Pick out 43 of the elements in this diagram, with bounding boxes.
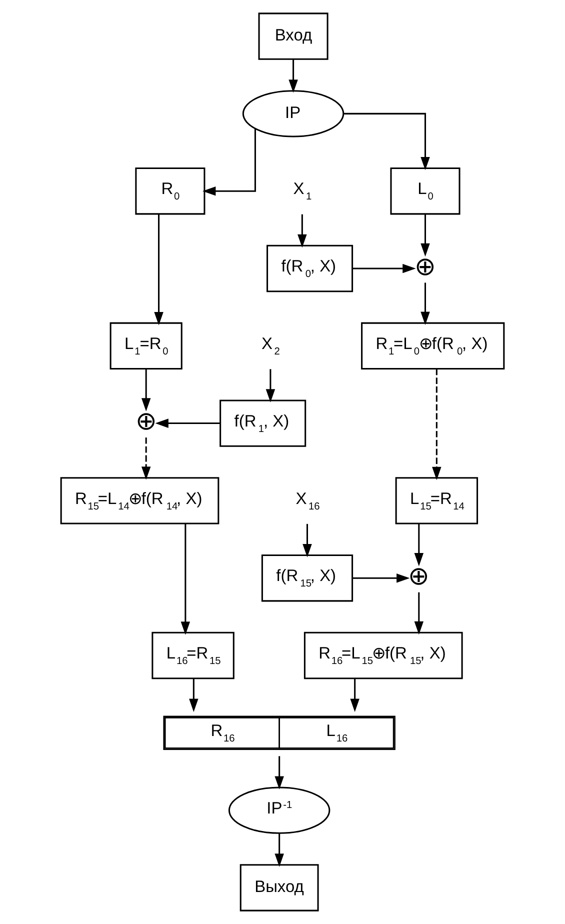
node-box: R$_{15}$=L$_{14}$⊕f(R$_{14}$, X) bbox=[60, 477, 220, 524]
arrow bbox=[154, 214, 164, 326]
node-box: R$_{16}$=L$_{15}$⊕f(R$_{15}$, X) bbox=[304, 632, 463, 680]
arrow bbox=[344, 112, 430, 170]
node-text: ⊕ bbox=[414, 252, 436, 281]
arrow bbox=[352, 573, 410, 583]
arrow bbox=[274, 756, 284, 790]
arrow bbox=[180, 524, 190, 635]
node-box: L$_{1}$=R$_{0}$ bbox=[110, 322, 182, 370]
node-text: X$_{16}$ bbox=[296, 490, 320, 512]
arrow bbox=[189, 678, 198, 712]
arrow bbox=[352, 264, 416, 274]
arrow bbox=[288, 60, 298, 93]
node-box: L$_{0}$ bbox=[390, 167, 460, 215]
arrow bbox=[266, 369, 276, 402]
arrow bbox=[298, 214, 307, 248]
arrow bbox=[274, 834, 284, 867]
arrow bbox=[302, 524, 312, 558]
node-box: Выход bbox=[240, 864, 319, 912]
node-box: R$_{1}$=L$_{0}$⊕f(R$_{0}$, X) bbox=[361, 322, 505, 370]
node-box: L$_{16}$=R$_{15}$ bbox=[152, 632, 234, 680]
node-box: L$_{15}$=R$_{14}$ bbox=[395, 477, 478, 524]
node-box: f(R$_{1}$, X) bbox=[220, 400, 306, 447]
arrow bbox=[141, 438, 151, 480]
arrow bbox=[141, 369, 151, 412]
arrow bbox=[420, 214, 430, 257]
arrow bbox=[350, 678, 360, 712]
arrow bbox=[432, 368, 442, 480]
node-box: R$_{0}$ bbox=[135, 167, 206, 215]
arrow bbox=[202, 128, 256, 196]
arrow bbox=[414, 592, 424, 635]
node-text: ⊕ bbox=[408, 562, 430, 590]
node-text: ⊕ bbox=[135, 408, 156, 436]
node-ellipse: IP bbox=[242, 90, 344, 138]
node-box: f(R$_{0}$, X) bbox=[266, 244, 354, 292]
node-text: X$_{1}$ bbox=[293, 180, 312, 203]
node-ellipse: IP$^{-1}$ bbox=[228, 786, 330, 834]
node-box: Вход bbox=[258, 12, 328, 60]
arrow bbox=[420, 282, 430, 325]
arrow bbox=[155, 418, 220, 428]
node-text: X$_{2}$ bbox=[262, 334, 280, 358]
node-box: f(R$_{15}$, X) bbox=[261, 554, 354, 602]
arrow bbox=[414, 524, 424, 566]
